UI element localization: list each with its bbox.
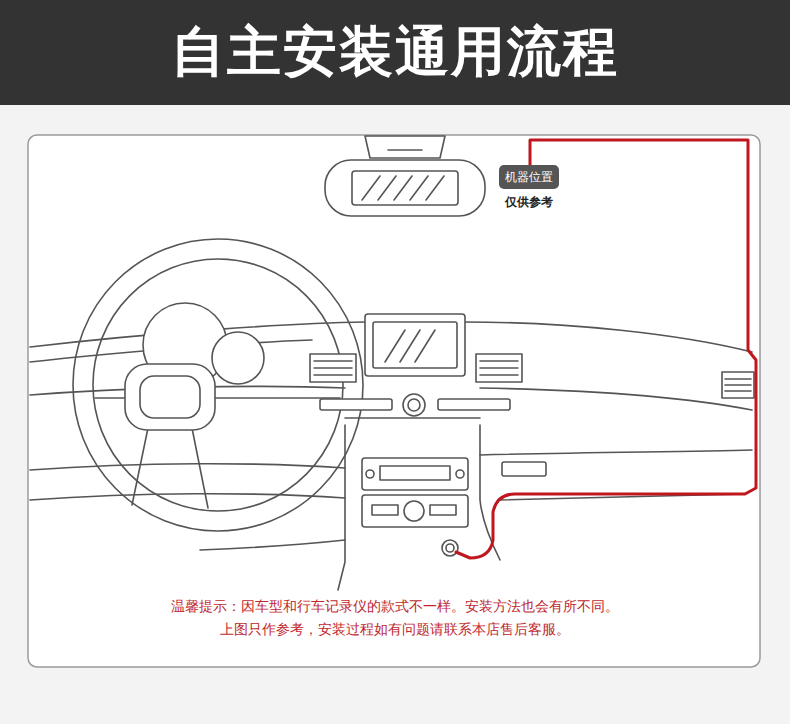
power-cable [456, 140, 756, 558]
console-side [480, 425, 500, 560]
cigarette-lighter [442, 540, 458, 556]
vent-slats [314, 361, 352, 375]
steering-hub-inner [140, 376, 200, 418]
note-text: 仅供参考 [505, 195, 553, 211]
radio-knob [366, 470, 374, 478]
mirror-mount-line [388, 149, 422, 151]
panel-frame [28, 135, 760, 667]
mirror-glass [352, 171, 458, 205]
dash-line [200, 540, 345, 550]
dash-line [480, 450, 752, 455]
dash-top-line [465, 322, 752, 352]
glovebox-handle [502, 462, 546, 476]
header-bar [0, 0, 790, 105]
hazard-knob [408, 399, 420, 411]
dash-line [345, 417, 480, 419]
warning-note: 上图只作参考，安装过程如有问题请联系本店售后客服。 [220, 620, 570, 638]
vent-slats [480, 361, 518, 375]
radio-knob [456, 470, 464, 478]
vent-slot [320, 399, 392, 410]
center-screen [365, 314, 465, 376]
location-tag: 机器位置 [499, 165, 559, 189]
screen-hatch [385, 330, 435, 362]
dash-line [480, 388, 752, 410]
radio-unit [362, 458, 468, 490]
steering-wheel-rim [73, 239, 363, 531]
mirror-body [325, 160, 485, 216]
mirror-mount [365, 136, 445, 158]
mirror-hatch [362, 176, 444, 200]
cigarette-lighter [446, 544, 454, 552]
car-interior [30, 136, 754, 590]
page-title: 自主安装通用流程 [0, 0, 790, 105]
cd-unit [362, 495, 468, 527]
radio-display [380, 466, 450, 480]
vent-slot [438, 399, 510, 410]
dash-line [30, 494, 345, 500]
cd-button [430, 505, 456, 515]
air-vent [310, 354, 356, 382]
cd-knob [404, 501, 424, 521]
steering-wheel-rim [93, 259, 343, 511]
hazard-knob [403, 394, 425, 416]
gauge [212, 332, 264, 384]
side-vent [722, 372, 754, 398]
dash-line [30, 464, 345, 470]
vent-slats [725, 379, 751, 391]
console-side [338, 425, 345, 590]
screen-glass [373, 322, 457, 368]
air-vent [476, 354, 522, 382]
tag-text: 机器位置 [505, 169, 553, 185]
cd-button [372, 505, 398, 515]
steering-hub [125, 364, 215, 430]
warning-note: 温馨提示：因车型和行车记录仪的款式不一样。安装方法也会有所不同。 [171, 597, 619, 615]
